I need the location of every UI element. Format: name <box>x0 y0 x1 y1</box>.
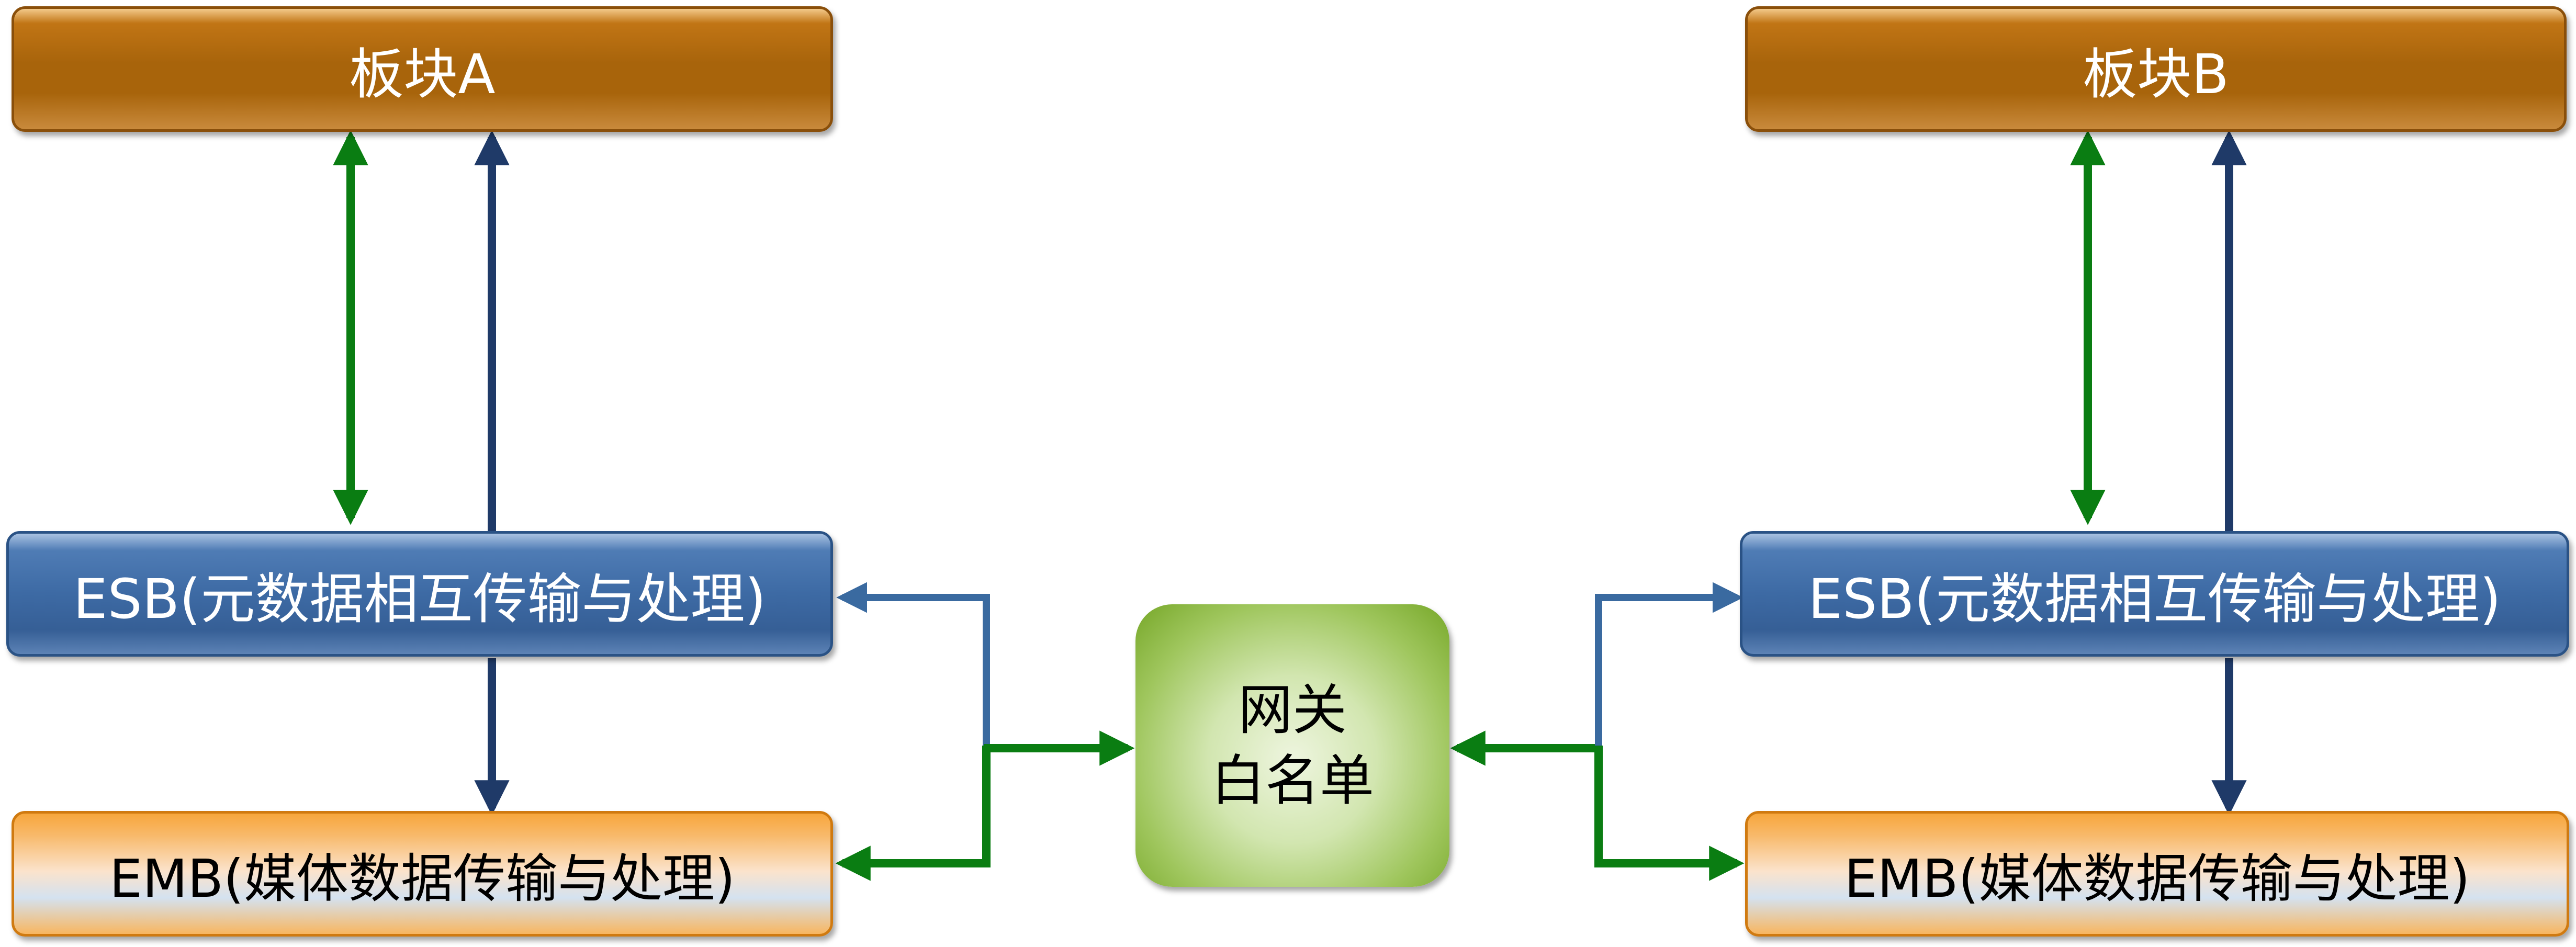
board-a-box: 板块A <box>12 6 833 132</box>
esb-right-box: ESB(元数据相互传输与处理) <box>1740 531 2569 657</box>
emb-left-box: EMB(媒体数据传输与处理) <box>12 811 833 937</box>
gateway-to-emb-left-arrow <box>835 746 991 881</box>
gateway-to-esb-right-arrow <box>1595 582 1743 748</box>
board-a-label: 板块A <box>349 42 496 106</box>
esb-right-label: ESB(元数据相互传输与处理) <box>1808 567 2501 631</box>
gateway-whitelist-box: 网关 白名单 <box>1135 604 1449 887</box>
gateway-to-emb-right-arrow <box>1594 746 1745 881</box>
esb-left-label: ESB(元数据相互传输与处理) <box>73 567 767 631</box>
esb-left-box: ESB(元数据相互传输与处理) <box>6 531 833 657</box>
emb-left-label: EMB(媒体数据传输与处理) <box>109 848 736 909</box>
emb-right-label: EMB(媒体数据传输与处理) <box>1844 848 2470 909</box>
board-b-box: 板块B <box>1745 6 2567 132</box>
gateway-to-esb-left-arrow <box>836 582 990 748</box>
board-b-label: 板块B <box>2083 42 2229 106</box>
gateway-label: 网关 <box>1238 678 1347 742</box>
emb-right-box: EMB(媒体数据传输与处理) <box>1745 811 2569 937</box>
whitelist-label: 白名单 <box>1210 749 1374 813</box>
